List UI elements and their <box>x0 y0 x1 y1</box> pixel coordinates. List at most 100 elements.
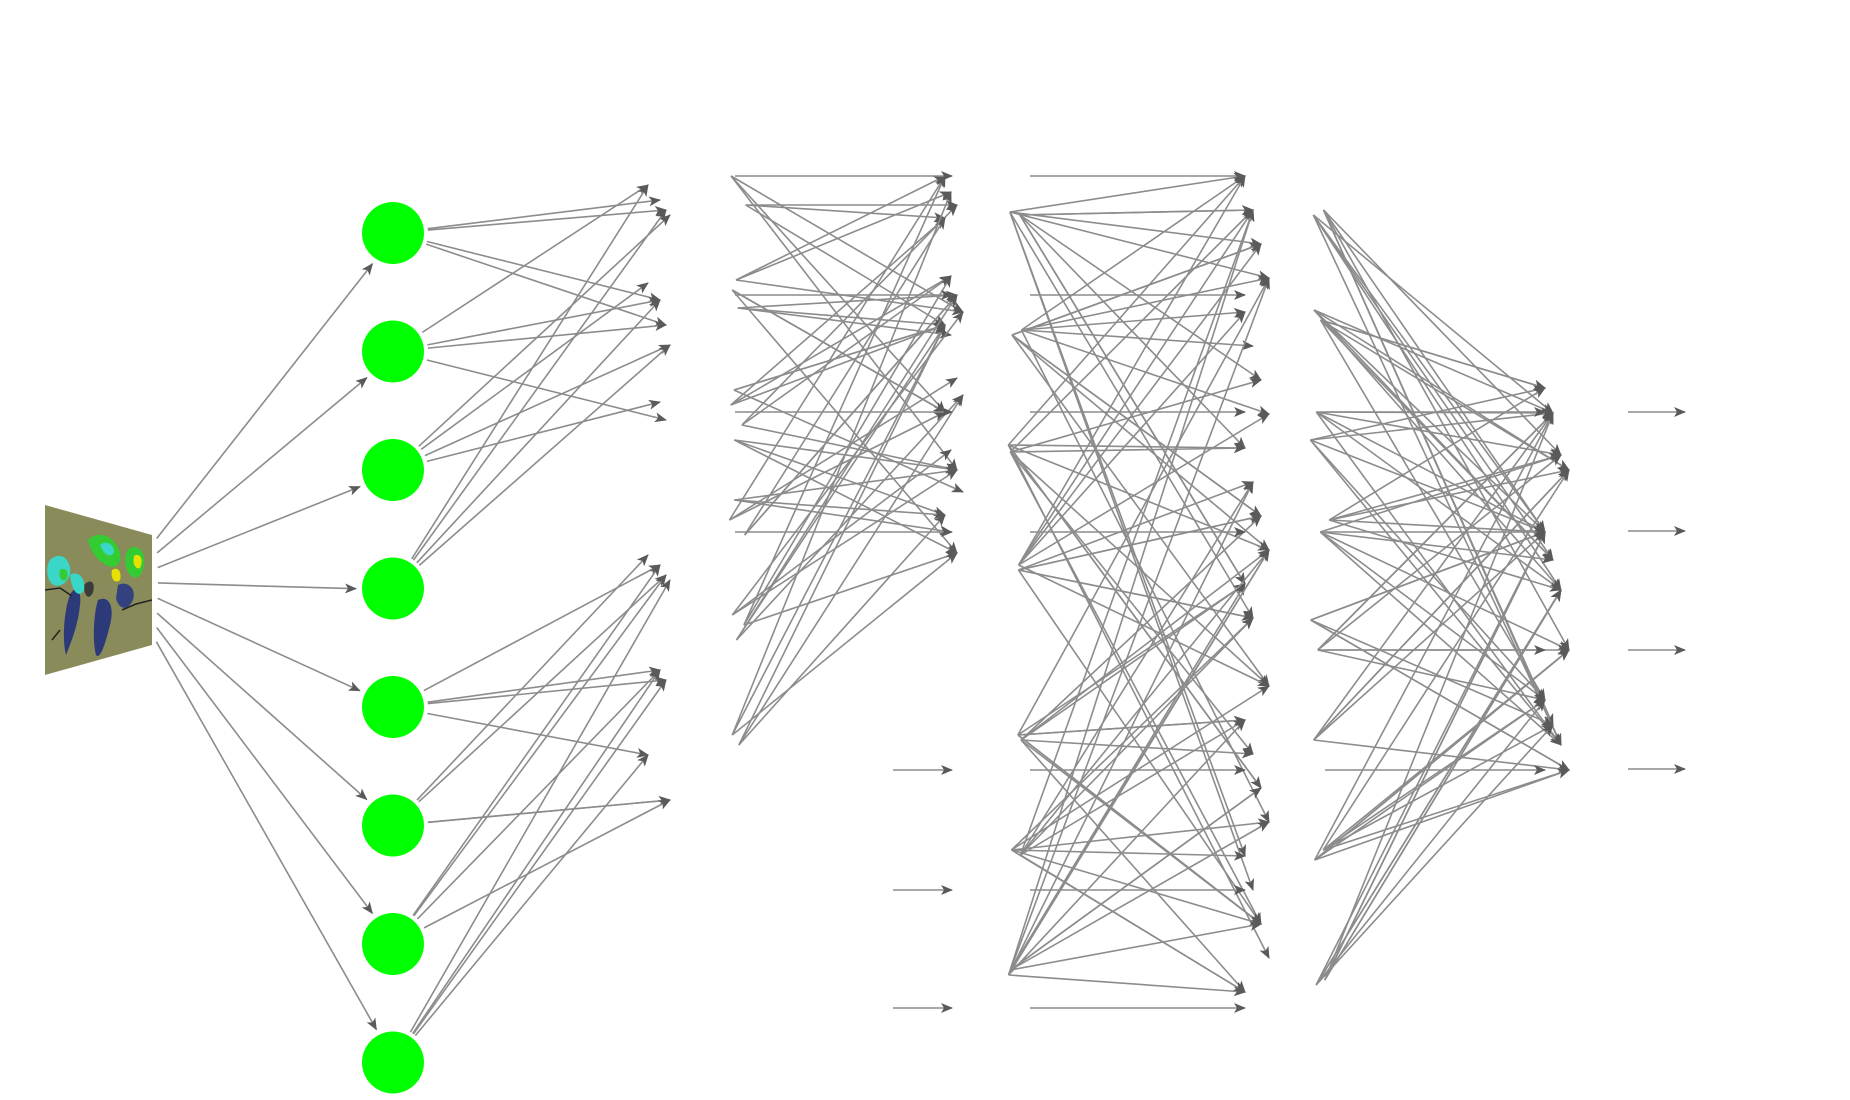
layer2-edge <box>730 175 958 471</box>
layer2-edge <box>738 514 946 746</box>
input-image-highlight <box>111 568 121 582</box>
layer1-edge <box>427 676 667 705</box>
layer1-edge <box>420 282 649 450</box>
layer3-edge <box>1010 378 1262 453</box>
layer4-edge <box>1313 309 1546 533</box>
layer2-edge <box>733 439 958 554</box>
layer2-edge <box>735 175 946 281</box>
layer4-edge <box>1329 519 1546 537</box>
layer4-edge <box>1312 214 1562 591</box>
layer4-edge <box>1310 619 1554 726</box>
input-image-water <box>116 583 134 608</box>
layer2-edge <box>731 289 946 413</box>
layer3-edge <box>1020 739 1246 993</box>
layer2-edge <box>737 307 946 330</box>
layer1-edge <box>413 574 667 917</box>
layer3-edge <box>1019 214 1246 585</box>
layer3-edge <box>1018 569 1254 621</box>
input-image-highlight <box>100 542 114 556</box>
layer4-edge <box>1315 589 1562 986</box>
input-edge <box>157 582 358 594</box>
layer2-edge <box>741 275 952 426</box>
layer3-edge <box>1017 175 1246 566</box>
layer3-edge <box>1020 549 1270 741</box>
input-image <box>45 505 152 675</box>
layer3-edge <box>1011 685 1270 851</box>
layer4-edge <box>1320 319 1546 390</box>
layer1-edge <box>409 579 671 1033</box>
layer4-edge <box>1320 319 1570 471</box>
layer3-edge <box>1007 175 1246 446</box>
layer1-node <box>362 557 424 620</box>
layer3-edge <box>1017 243 1262 566</box>
layer1-node <box>362 202 424 264</box>
layer2-edge <box>730 324 946 406</box>
layer4-edge <box>1314 699 1546 861</box>
layer2-edge <box>743 551 958 626</box>
layer1-edge <box>427 712 649 758</box>
layer1-edge <box>416 669 661 920</box>
layer4-edge <box>1322 209 1562 456</box>
layer3-edge <box>1020 175 1246 331</box>
layer3-edge <box>1018 413 1270 566</box>
layer1-edge <box>426 399 661 463</box>
layer1-edge <box>411 184 649 560</box>
layer4-edge <box>1329 467 1570 521</box>
layer4-edge <box>1319 531 1562 746</box>
layer3-edge <box>1010 921 1262 971</box>
layer1-edge <box>427 196 661 230</box>
layer1-edge <box>414 754 649 1037</box>
layer3-edge <box>1009 211 1254 891</box>
layer3-edge <box>1019 549 1270 856</box>
layer3-edge <box>1008 442 1246 453</box>
layer4-edge <box>1313 412 1554 861</box>
layer4-edge <box>1315 531 1546 986</box>
layer2-edge <box>735 279 964 316</box>
layer2-edge <box>733 323 946 391</box>
layer3-edge <box>1009 211 1262 248</box>
input-image-highlight <box>70 573 85 594</box>
layer1-edge <box>424 344 671 457</box>
layer1-edge <box>418 214 671 447</box>
input-image-highlight <box>59 568 68 581</box>
node-group <box>362 202 424 1094</box>
layer3-edge <box>1020 739 1254 759</box>
layer4-edge <box>1317 649 1546 703</box>
layer3-edge <box>1011 849 1246 861</box>
layer2-edge <box>728 175 946 521</box>
layer4-edge <box>1312 214 1546 533</box>
layer1-node <box>362 439 424 501</box>
layer1-edge <box>418 344 671 566</box>
layer3-edge <box>1009 451 1262 925</box>
layer2-edge <box>735 324 946 641</box>
layer4-edge <box>1310 531 1546 621</box>
layer4-edge <box>1324 412 1554 981</box>
layer3-edge <box>1017 277 1270 736</box>
layer2-edge <box>730 175 964 313</box>
layer4-edge <box>1315 411 1562 591</box>
layer3-edge <box>1007 719 1246 976</box>
layer3-edge <box>1007 549 1270 976</box>
edge-group <box>155 171 1686 1037</box>
layer2-edge <box>743 217 946 536</box>
layer3-edge <box>1009 172 1246 213</box>
layer4-edge <box>1313 469 1570 741</box>
layer2-edge <box>743 175 946 626</box>
layer4-edge <box>1319 531 1570 651</box>
layer4-edge <box>1322 469 1570 851</box>
input-image-border <box>45 587 152 641</box>
layer1-edge <box>427 205 667 231</box>
layer3-edge <box>1008 974 1246 997</box>
layer2-edge <box>734 466 958 501</box>
input-edge <box>157 485 361 569</box>
layer4-edge <box>1322 209 1554 726</box>
layer4-edge <box>1324 531 1546 981</box>
layer2-edge <box>729 377 958 521</box>
layer1-node <box>362 794 424 857</box>
layer1-edge <box>426 240 661 303</box>
input-edge <box>156 612 368 801</box>
input-image-water <box>63 589 81 655</box>
layer1-node <box>362 913 424 975</box>
layer2-edge <box>731 552 958 736</box>
layer1-edge <box>427 796 671 824</box>
